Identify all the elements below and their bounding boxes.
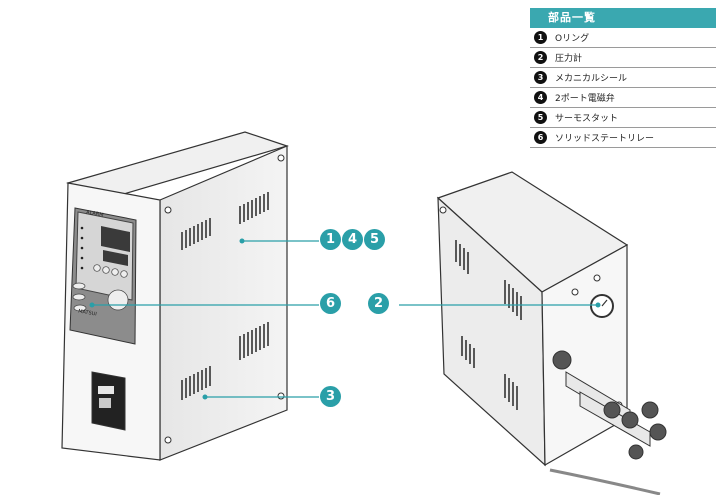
- legend-row: 3 メカニカルシール: [530, 68, 716, 88]
- legend-label: 圧力計: [555, 54, 583, 64]
- callout-5: 5: [364, 229, 385, 250]
- legend-num: 4: [534, 91, 547, 104]
- left-unit: [61, 131, 290, 461]
- legend-num: 1: [534, 31, 547, 44]
- callout-3: 3: [320, 386, 341, 407]
- callout-4: 4: [342, 229, 363, 250]
- callout-2: 2: [368, 293, 389, 314]
- legend-label: サーモスタット: [555, 114, 619, 124]
- legend-label: ソリッドステートリレー: [555, 134, 655, 144]
- legend-row: 5 サーモスタット: [530, 108, 716, 128]
- legend-row: 4 2ポート電磁弁: [530, 88, 716, 108]
- right-unit: [436, 171, 667, 495]
- legend-label: Oリング: [555, 34, 590, 44]
- legend-row: 1 Oリング: [530, 28, 716, 48]
- legend-num: 6: [534, 131, 547, 144]
- legend-num: 2: [534, 51, 547, 64]
- callout-6: 6: [320, 293, 341, 314]
- legend-row: 2 圧力計: [530, 48, 716, 68]
- legend-label: 2ポート電磁弁: [555, 94, 615, 104]
- legend-row: 6 ソリッドステートリレー: [530, 128, 716, 148]
- legend-label: メカニカルシール: [555, 74, 628, 84]
- legend-title: 部品一覧: [530, 8, 716, 28]
- parts-legend: 部品一覧 1 Oリング 2 圧力計 3 メカニカルシール 4 2ポート電磁弁 5…: [530, 8, 716, 148]
- legend-num: 3: [534, 71, 547, 84]
- callout-1: 1: [320, 229, 341, 250]
- leader-lines: [92, 240, 598, 398]
- legend-num: 5: [534, 111, 547, 124]
